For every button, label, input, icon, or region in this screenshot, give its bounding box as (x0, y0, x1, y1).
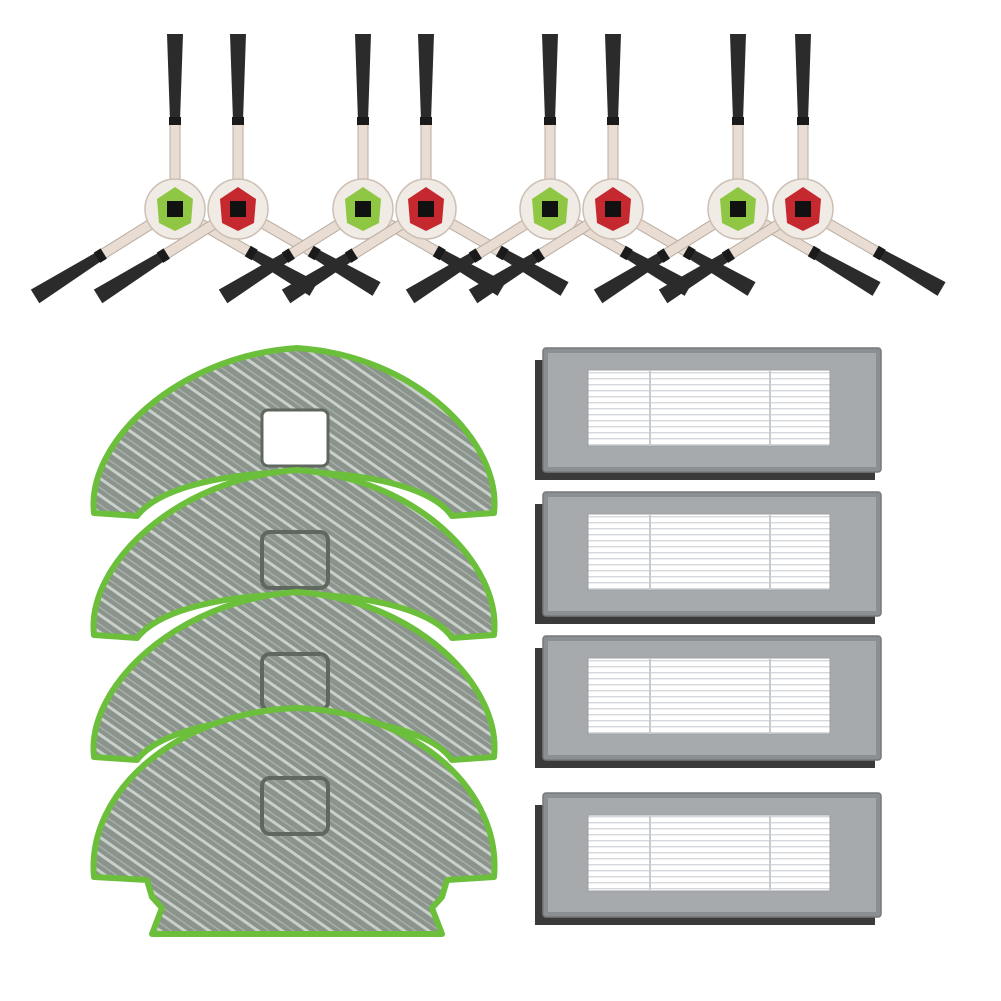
side-brush (658, 34, 946, 304)
brush-arm (795, 34, 811, 190)
filter-media (587, 369, 831, 447)
mop-center-outline (260, 530, 330, 590)
hub-socket (730, 201, 746, 217)
side-brush-group (30, 34, 946, 304)
brush-arm (167, 34, 183, 190)
hub-socket (355, 201, 371, 217)
mop-center-hole (260, 408, 330, 468)
filter-media (587, 513, 831, 591)
side-brush (593, 34, 881, 304)
brush-arm (818, 215, 946, 296)
filter-media (587, 814, 831, 892)
brush-arm (730, 34, 746, 190)
brush-arm (542, 34, 558, 190)
hub-socket (167, 201, 183, 217)
mop-center-outline (260, 776, 330, 836)
side-brush (281, 34, 569, 304)
brush-arm (405, 216, 535, 304)
brush-arm (230, 34, 246, 190)
hub-socket (230, 201, 246, 217)
mop-pad (90, 705, 498, 937)
brush-arm (468, 216, 598, 304)
filter-group (535, 347, 882, 925)
hepa-filter (535, 491, 882, 624)
hub-socket (542, 201, 558, 217)
brush-arm (30, 216, 160, 304)
brush-arm (281, 216, 411, 304)
filter-media (587, 657, 831, 735)
hub-socket (605, 201, 621, 217)
hub-socket (418, 201, 434, 217)
side-brush (93, 34, 381, 304)
brush-arm (605, 34, 621, 190)
side-brush (468, 34, 756, 304)
brush-arm (658, 216, 788, 304)
hepa-filter (535, 347, 882, 480)
hepa-filter (535, 792, 882, 925)
brush-arm (418, 34, 434, 190)
brush-arm (593, 216, 723, 304)
hepa-filter (535, 635, 882, 768)
mop-pad-group (90, 345, 498, 937)
hub-socket (795, 201, 811, 217)
brush-arm (355, 34, 371, 190)
brush-arm (218, 216, 348, 304)
